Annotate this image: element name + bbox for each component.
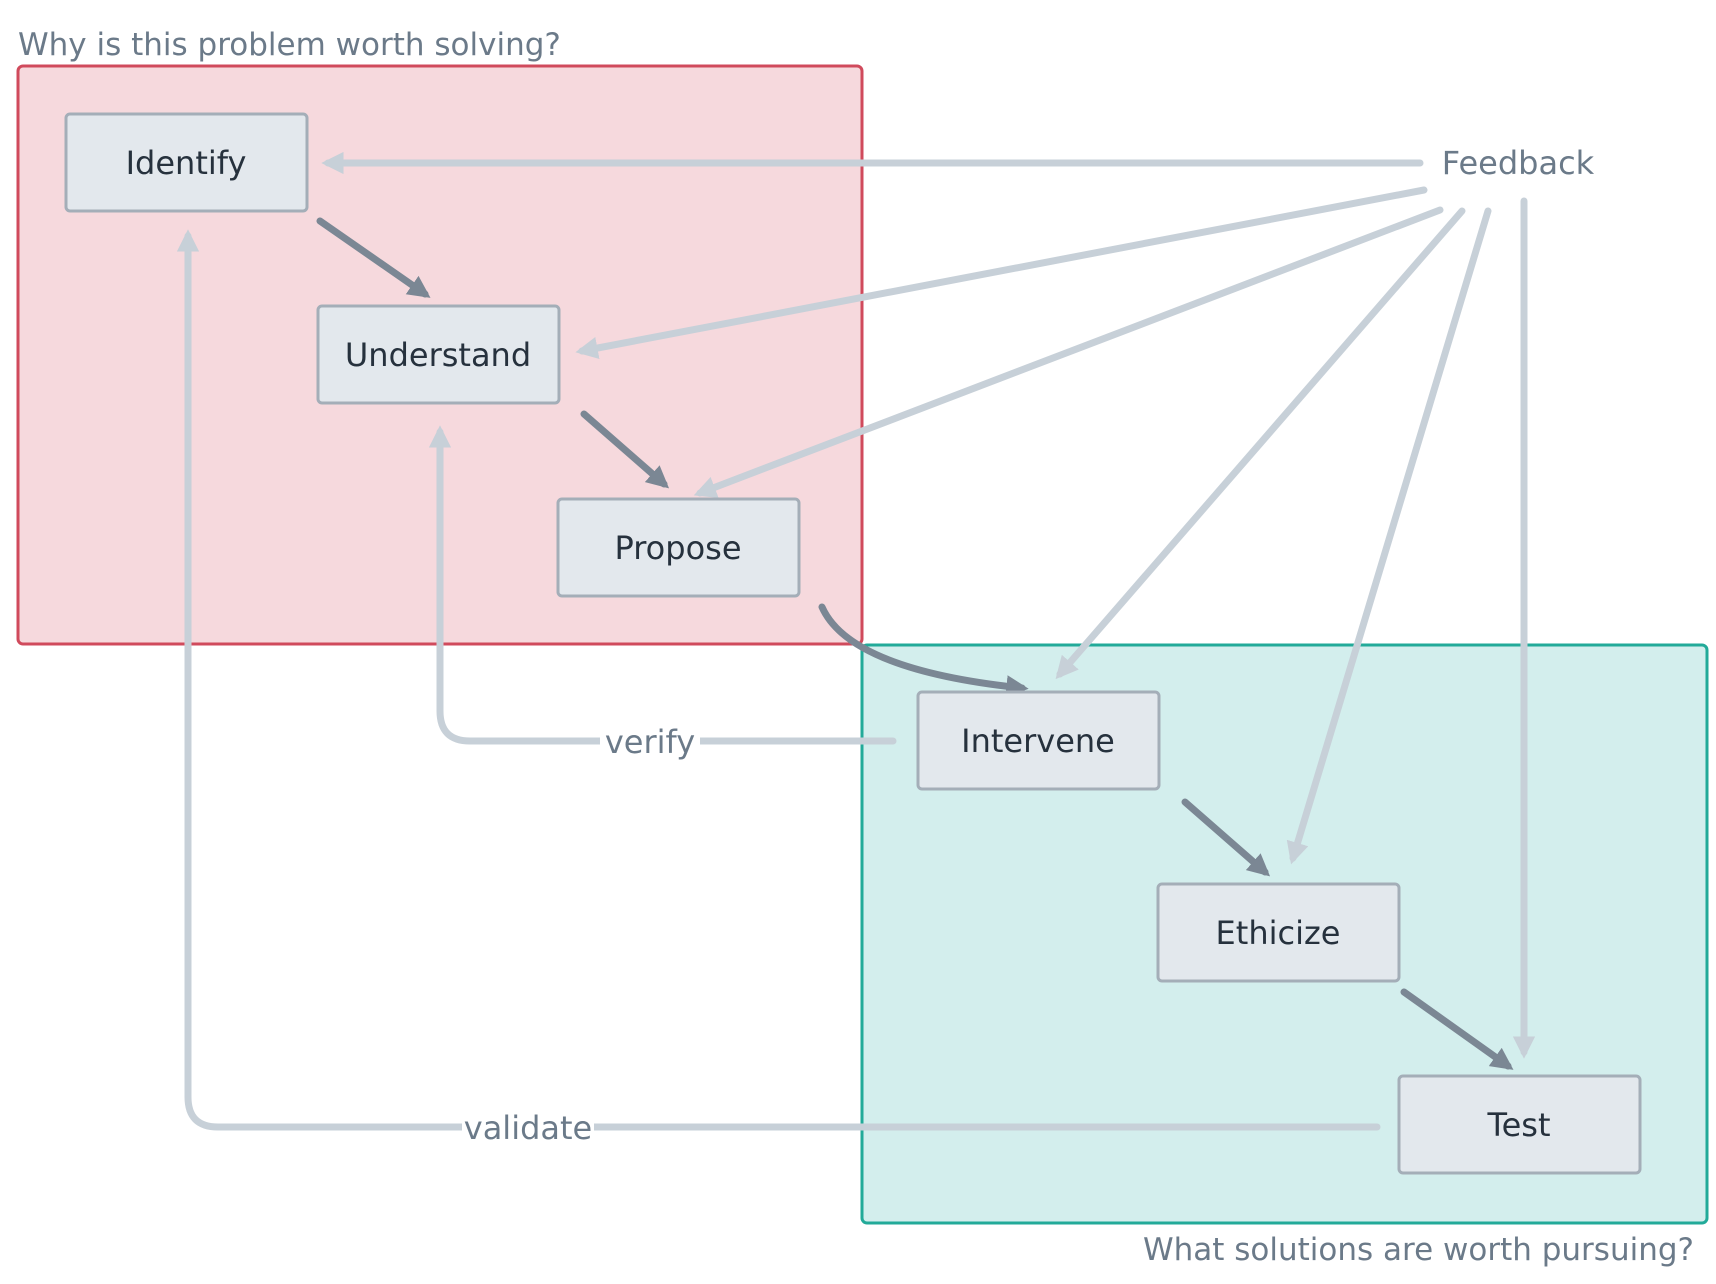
problem-group-label: Why is this problem worth solving? [18,27,561,63]
validate-label-background [462,1106,594,1148]
feedback-to-ethicize-edge [1286,207,1492,865]
intervene-to-ethicize-edge [1181,798,1271,877]
node-understand-box [316,304,561,405]
node-ethicize-box [1156,882,1401,983]
validate-label: validate [464,1109,592,1147]
understand-to-propose-edge [580,410,670,489]
node-propose-box [556,497,801,598]
node-understand-label: Understand [345,336,531,374]
node-test: Test [1397,1074,1642,1175]
node-test-label: Test [1486,1106,1550,1144]
feedback-to-understand-edge [575,186,1428,360]
node-intervene: Intervene [916,690,1161,791]
node-identify-box [64,112,309,213]
verify-edge [428,425,897,745]
node-propose-label: Propose [614,529,741,567]
node-ethicize-label: Ethicize [1216,914,1341,952]
feedback-label: Feedback [1442,144,1595,182]
node-ethicize: Ethicize [1156,882,1401,983]
node-understand: Understand [316,304,561,405]
feedback-to-propose-edge [693,206,1444,498]
node-identify-label: Identify [126,144,247,182]
verify-label: verify [605,723,695,761]
main-edges [316,217,1514,1070]
node-test-box [1397,1074,1642,1175]
identify-to-understand-edge [316,217,431,298]
verify-label-group: verify [600,720,700,762]
solution-group-label: What solutions are worth pursuing? [1143,1232,1694,1268]
validate-edge [176,229,1381,1131]
verify-label-background [600,720,700,762]
ethicize-to-test-edge [1400,988,1514,1070]
node-propose: Propose [556,497,801,598]
feedback-to-intervene-edge [1055,207,1466,680]
node-identify: Identify [64,112,309,213]
node-intervene-label: Intervene [961,722,1115,760]
feedback-edges [176,151,1536,1131]
propose-to-intervene-edge [818,603,1029,698]
node-intervene-box [916,690,1161,791]
validate-label-group: validate [462,1106,594,1148]
